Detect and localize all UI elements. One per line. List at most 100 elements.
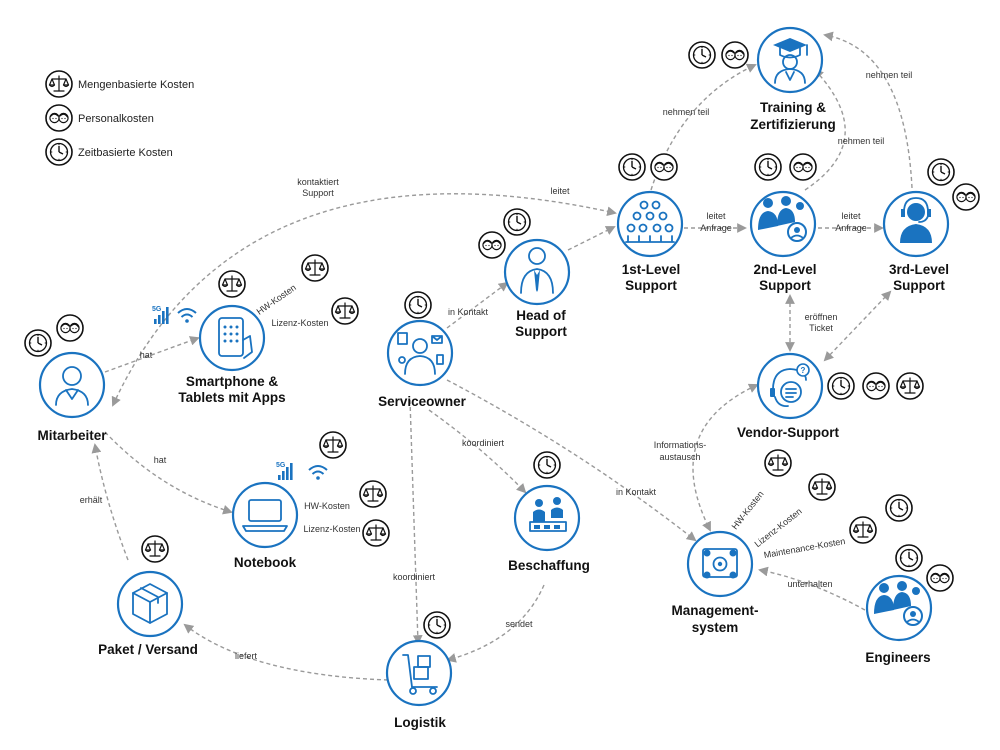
people-faces-icon (56, 314, 84, 342)
edge-label-leitet-2: leitet (841, 211, 861, 221)
edge-mitarbeiter-smartphone (104, 336, 200, 373)
node-1st-level-support[interactable]: 1st-Level Support (616, 190, 684, 293)
node-label-2nd-2: Support (759, 278, 811, 293)
node-label-1st-2: Support (625, 278, 677, 293)
people-faces-icon (862, 372, 890, 400)
node-label-beschaffung: Beschaffung (508, 558, 590, 573)
node-label-notebook: Notebook (234, 555, 297, 570)
manager-icon (520, 247, 554, 294)
node-label-smartphone-2: Tablets mit Apps (178, 390, 285, 405)
clock-icon (688, 41, 716, 69)
clock-icon (45, 138, 73, 166)
clock-icon (404, 291, 432, 319)
node-label-2nd-1: 2nd-Level (753, 262, 816, 277)
legend: Mengenbasierte Kosten Personalkosten Zei… (45, 70, 194, 166)
clock-icon (895, 544, 923, 572)
edge-label-nehmen-teil-3: nehmen teil (866, 70, 913, 80)
node-label-3rd-2: Support (893, 278, 945, 293)
people-faces-icon (789, 153, 817, 181)
node-smartphone[interactable]: Smartphone & Tablets mit Apps (178, 304, 286, 405)
node-training[interactable]: Training & Zertifizierung (750, 26, 836, 132)
cost-label-hw-mgmt: HW-Kosten (730, 489, 766, 531)
edge-label-anfrage-2: Anfrage (835, 223, 867, 233)
scale-icon (331, 297, 359, 325)
package-icon (132, 583, 168, 624)
cost-label-hw-notebook: HW-Kosten (304, 501, 350, 511)
edge-engineers-mgmt (758, 566, 866, 611)
edge-label-erhaelt: erhält (80, 495, 103, 505)
scale-icon (362, 519, 390, 547)
edge-label-hat-smartphone: hat (140, 350, 153, 360)
edges (91, 31, 913, 681)
edge-serviceowner-mgmt (446, 379, 697, 542)
laptop-icon (242, 499, 288, 532)
cost-label-lizenz-smartphone: Lizenz-Kosten (271, 318, 328, 328)
people-faces-icon (926, 564, 954, 592)
node-label-vendor: Vendor-Support (737, 425, 839, 440)
edge-label-nehmen-teil-2: nehmen teil (838, 136, 885, 146)
clock-icon (618, 153, 646, 181)
edge-2nd-training (804, 68, 846, 191)
node-vendor-support[interactable]: ? Vendor-Support (737, 352, 839, 440)
signal-5g-notebook: 5G (276, 462, 328, 481)
cost-label-maintenance-mgmt: Maintenance-Kosten (763, 536, 846, 560)
node-paket[interactable]: Paket / Versand (98, 570, 198, 657)
service-owner-icon (397, 332, 444, 375)
cost-label-hw-smartphone: HW-Kosten (255, 282, 298, 316)
scale-icon (319, 431, 347, 459)
edge-label-in-kontakt-mgmt: in Kontakt (616, 487, 657, 497)
node-serviceowner[interactable]: Serviceowner (378, 319, 467, 409)
vendor-headset-icon: ? (770, 363, 810, 407)
node-notebook[interactable]: Notebook (231, 481, 299, 570)
edge-label-ticket: Ticket (809, 323, 833, 333)
edge-serviceowner-head (446, 281, 509, 329)
node-label-engineers: Engineers (865, 650, 930, 665)
node-label-3rd-1: 3rd-Level (889, 262, 949, 277)
node-label-training-1: Training & (760, 100, 826, 115)
edge-labels: kontaktiert Support leitet hat hat erhäl… (80, 70, 913, 661)
node-logistik[interactable]: Logistik (385, 639, 453, 730)
node-label-mitarbeiter: Mitarbeiter (37, 428, 107, 443)
scale-icon (141, 535, 169, 563)
node-head-of-support[interactable]: Head of Support (503, 238, 571, 339)
scale-icon (896, 372, 924, 400)
svg-text:?: ? (801, 366, 806, 375)
scale-icon (849, 516, 877, 544)
edge-label-kontaktiert: kontaktiert (297, 177, 339, 187)
edge-label-unterhalten: unterhalten (787, 579, 832, 589)
node-managementsystem[interactable]: Management- system (671, 530, 759, 635)
signal-5g-smartphone: 5G (152, 306, 197, 324)
scale-icon (808, 473, 836, 501)
node-2nd-level-support[interactable]: 2nd-Level Support (749, 190, 817, 293)
node-beschaffung[interactable]: Beschaffung (508, 484, 590, 573)
node-label-paket: Paket / Versand (98, 642, 198, 657)
wifi-icon (177, 308, 197, 324)
legend-personnel: Personalkosten (78, 113, 154, 125)
clock-icon (885, 494, 913, 522)
node-mitarbeiter[interactable]: Mitarbeiter (37, 351, 107, 443)
edge-label-koordiniert-logistik: koordiniert (393, 572, 436, 582)
edge-label-eroeffnen: eröffnen (805, 312, 838, 322)
edge-logistik-paket (183, 623, 389, 681)
people-faces-icon (650, 153, 678, 181)
node-3rd-level-support[interactable]: 3rd-Level Support (882, 190, 950, 293)
edge-label-koordiniert-beschaffung: koordiniert (462, 438, 505, 448)
scale-icon (359, 480, 387, 508)
people-faces-icon (478, 231, 506, 259)
headset-agent-icon (900, 197, 932, 243)
edge-3rd-training (823, 31, 913, 189)
tablet-icon (218, 317, 253, 359)
network-label-smartphone: 5G (152, 306, 162, 313)
edge-label-nehmen-teil-1: nehmen teil (663, 107, 710, 117)
clock-icon (754, 153, 782, 181)
node-engineers[interactable]: Engineers (865, 574, 933, 665)
graduate-icon (773, 38, 808, 84)
scale-icon (45, 70, 73, 98)
network-label-notebook: 5G (276, 462, 286, 469)
edge-label-support: Support (302, 188, 334, 198)
scale-icon (301, 254, 329, 282)
scale-icon (218, 270, 246, 298)
clock-icon (503, 208, 531, 236)
edge-label-leitet: leitet (550, 186, 570, 196)
